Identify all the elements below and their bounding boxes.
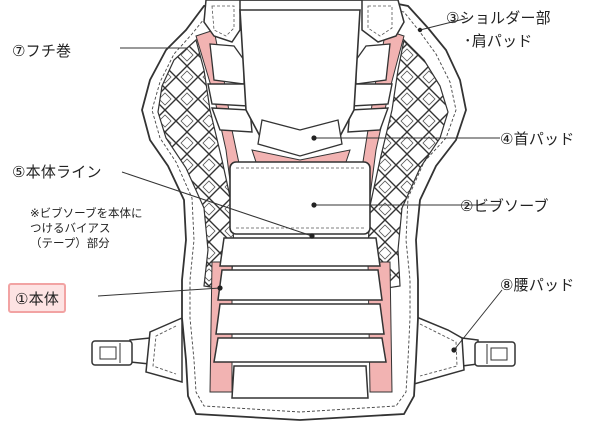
- label-shoulder: ③ショルダー部: [446, 9, 551, 27]
- neck-pad: [257, 119, 343, 157]
- label-bib-sorb: ②ビブソーブ: [460, 197, 549, 215]
- waist-strap-right: [461, 337, 516, 367]
- shoulder-pad-left: [203, 0, 245, 85]
- lattice-panel-right: [367, 38, 449, 291]
- upper-chest-plates: [207, 83, 393, 133]
- collar: [239, 9, 361, 151]
- body-segments: [213, 237, 387, 399]
- leader-lines: [97, 17, 503, 351]
- shoulder-pad-right: [355, 0, 405, 85]
- edge-binding: [151, 7, 457, 413]
- lattice-panel-left: [157, 38, 235, 291]
- note-line: （テープ）部分: [30, 236, 110, 250]
- label-shoulder-pad: ･肩パッド: [464, 32, 533, 50]
- waist-strap-left: [91, 337, 151, 366]
- note-bias-tape: ※ビブソーブを本体に つけるバイアス （テープ）部分: [30, 206, 180, 251]
- label-neck-pad: ④首パッド: [500, 130, 575, 148]
- label-edge-binding: ⑦フチ巻: [12, 42, 72, 60]
- label-main-body: ①本体: [8, 283, 67, 313]
- note-line: つけるバイアス: [30, 221, 111, 235]
- waist-pad-left: [145, 316, 183, 383]
- label-body-line: ⑤本体ライン: [12, 163, 102, 181]
- bib-sorb: [229, 161, 371, 235]
- pointer-dots: [217, 27, 457, 353]
- label-waist-pad: ⑧腰パッド: [500, 276, 575, 294]
- note-line: ※ビブソーブを本体に: [30, 206, 143, 220]
